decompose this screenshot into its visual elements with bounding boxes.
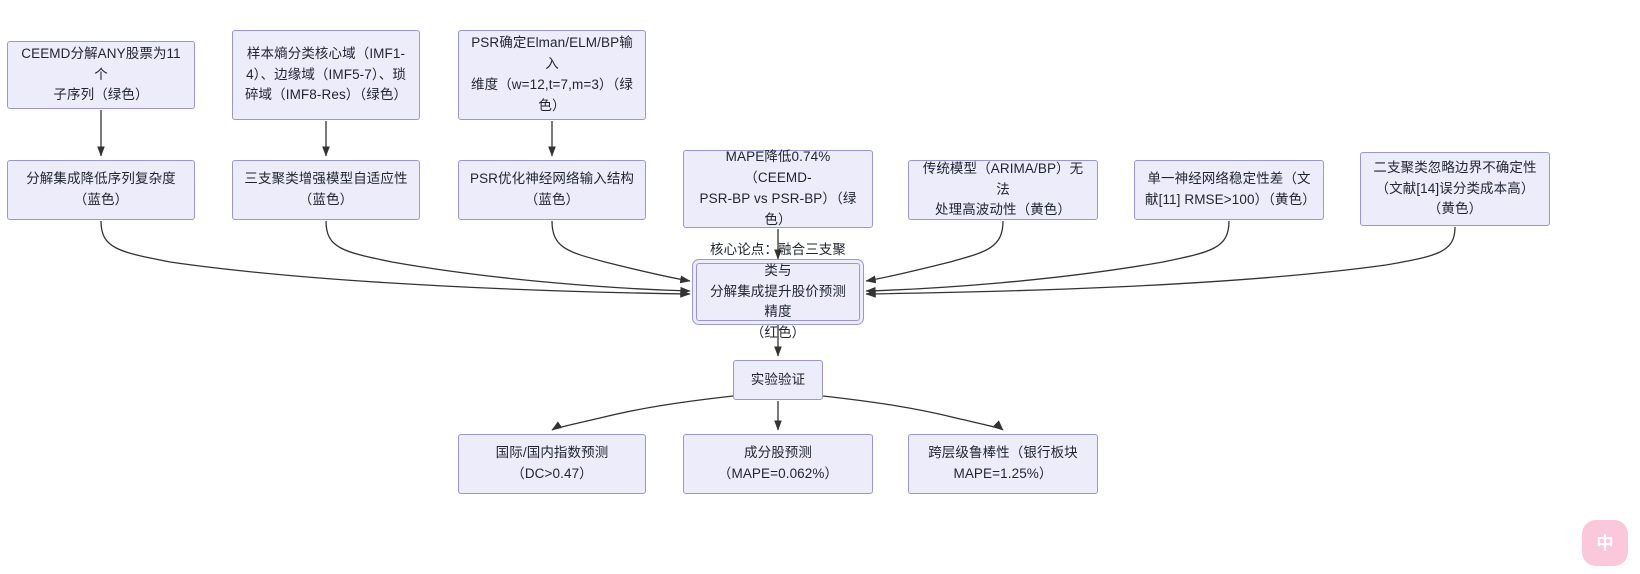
node-two-way-clustering-gap[interactable]: 二支聚类忽略边界不确定性 （文献[14]误分类成本高） （黄色） <box>1360 152 1550 226</box>
watermark-logo: 中 <box>1582 520 1628 566</box>
node-psr-optimizes-network-input[interactable]: PSR优化神经网络输入结构 （蓝色） <box>458 160 646 220</box>
edge-n6-core <box>551 220 691 284</box>
node-label: PSR确定Elman/ELM/BP输入 维度（w=12,t=7,m=3）（绿 色… <box>471 35 633 113</box>
node-label: 跨层级鲁棒性（银行板块 MAPE=1.25%） <box>928 445 1078 481</box>
node-label: 二支聚类忽略边界不确定性 （文献[14]误分类成本高） （黄色） <box>1373 159 1537 217</box>
node-result-constituent-stock-prediction[interactable]: 成分股预测 （MAPE=0.062%） <box>683 434 873 494</box>
edge-exp-r3 <box>822 395 1004 431</box>
node-mape-improvement-evidence[interactable]: MAPE降低0.74%（CEEMD- PSR-BP vs PSR-BP）（绿 色… <box>683 149 873 228</box>
node-result-cross-level-robustness[interactable]: 跨层级鲁棒性（银行板块 MAPE=1.25%） <box>908 434 1098 494</box>
node-label: 实验验证 <box>750 371 806 387</box>
node-result-index-prediction[interactable]: 国际/国内指数预测 （DC>0.47） <box>458 434 646 494</box>
edge-n10-core <box>865 226 1456 298</box>
node-label: 成分股预测 （MAPE=0.062%） <box>717 445 839 481</box>
node-label: PSR优化神经网络输入结构 （蓝色） <box>469 171 635 207</box>
node-label: MAPE降低0.74%（CEEMD- PSR-BP vs PSR-BP）（绿 色… <box>699 149 857 227</box>
node-label: 国际/国内指数预测 （DC>0.47） <box>495 445 609 481</box>
node-label: 核心论点：融合三支聚类与 分解集成提升股价预测精度 （红色） <box>710 241 846 341</box>
node-label: 分解集成降低序列复杂度 （蓝色） <box>26 171 176 207</box>
node-psr-input-dimension[interactable]: PSR确定Elman/ELM/BP输入 维度（w=12,t=7,m=3）（绿 色… <box>458 30 646 120</box>
edge-n4-core <box>100 220 691 298</box>
node-traditional-model-gap[interactable]: 传统模型（ARIMA/BP）无法 处理高波动性（黄色） <box>908 160 1098 220</box>
node-ceemd-decomposition[interactable]: CEEMD分解ANY股票为11个 子序列（绿色） <box>7 41 195 109</box>
edge-n8-core <box>865 220 1004 284</box>
node-decomposition-reduces-complexity[interactable]: 分解集成降低序列复杂度 （蓝色） <box>7 160 195 220</box>
node-experiment-verification[interactable]: 实验验证 <box>733 360 823 400</box>
edge-exp-r1 <box>551 395 734 431</box>
watermark-text: 中 <box>1596 533 1614 553</box>
node-label: 样本熵分类核心域（IMF1- 4）、边缘域（IMF5-7）、琐 碎域（IMF8-… <box>244 45 408 103</box>
edge-n9-core <box>865 220 1230 295</box>
node-label: 三支聚类增强模型自适应性 （蓝色） <box>244 171 408 207</box>
node-label: 单一神经网络稳定性差（文 献[11] RMSE>100）（黄色） <box>1145 171 1316 207</box>
node-label: 传统模型（ARIMA/BP）无法 处理高波动性（黄色） <box>922 160 1084 218</box>
node-three-way-clustering-adaptivity[interactable]: 三支聚类增强模型自适应性 （蓝色） <box>232 160 420 220</box>
node-single-network-instability-gap[interactable]: 单一神经网络稳定性差（文 献[11] RMSE>100）（黄色） <box>1134 160 1324 220</box>
node-sample-entropy-classification[interactable]: 样本熵分类核心域（IMF1- 4）、边缘域（IMF5-7）、琐 碎域（IMF8-… <box>232 30 420 120</box>
edge-n5-core <box>325 220 691 295</box>
node-label: CEEMD分解ANY股票为11个 子序列（绿色） <box>21 45 181 103</box>
node-core-claim[interactable]: 核心论点：融合三支聚类与 分解集成提升股价预测精度 （红色） <box>696 242 860 340</box>
